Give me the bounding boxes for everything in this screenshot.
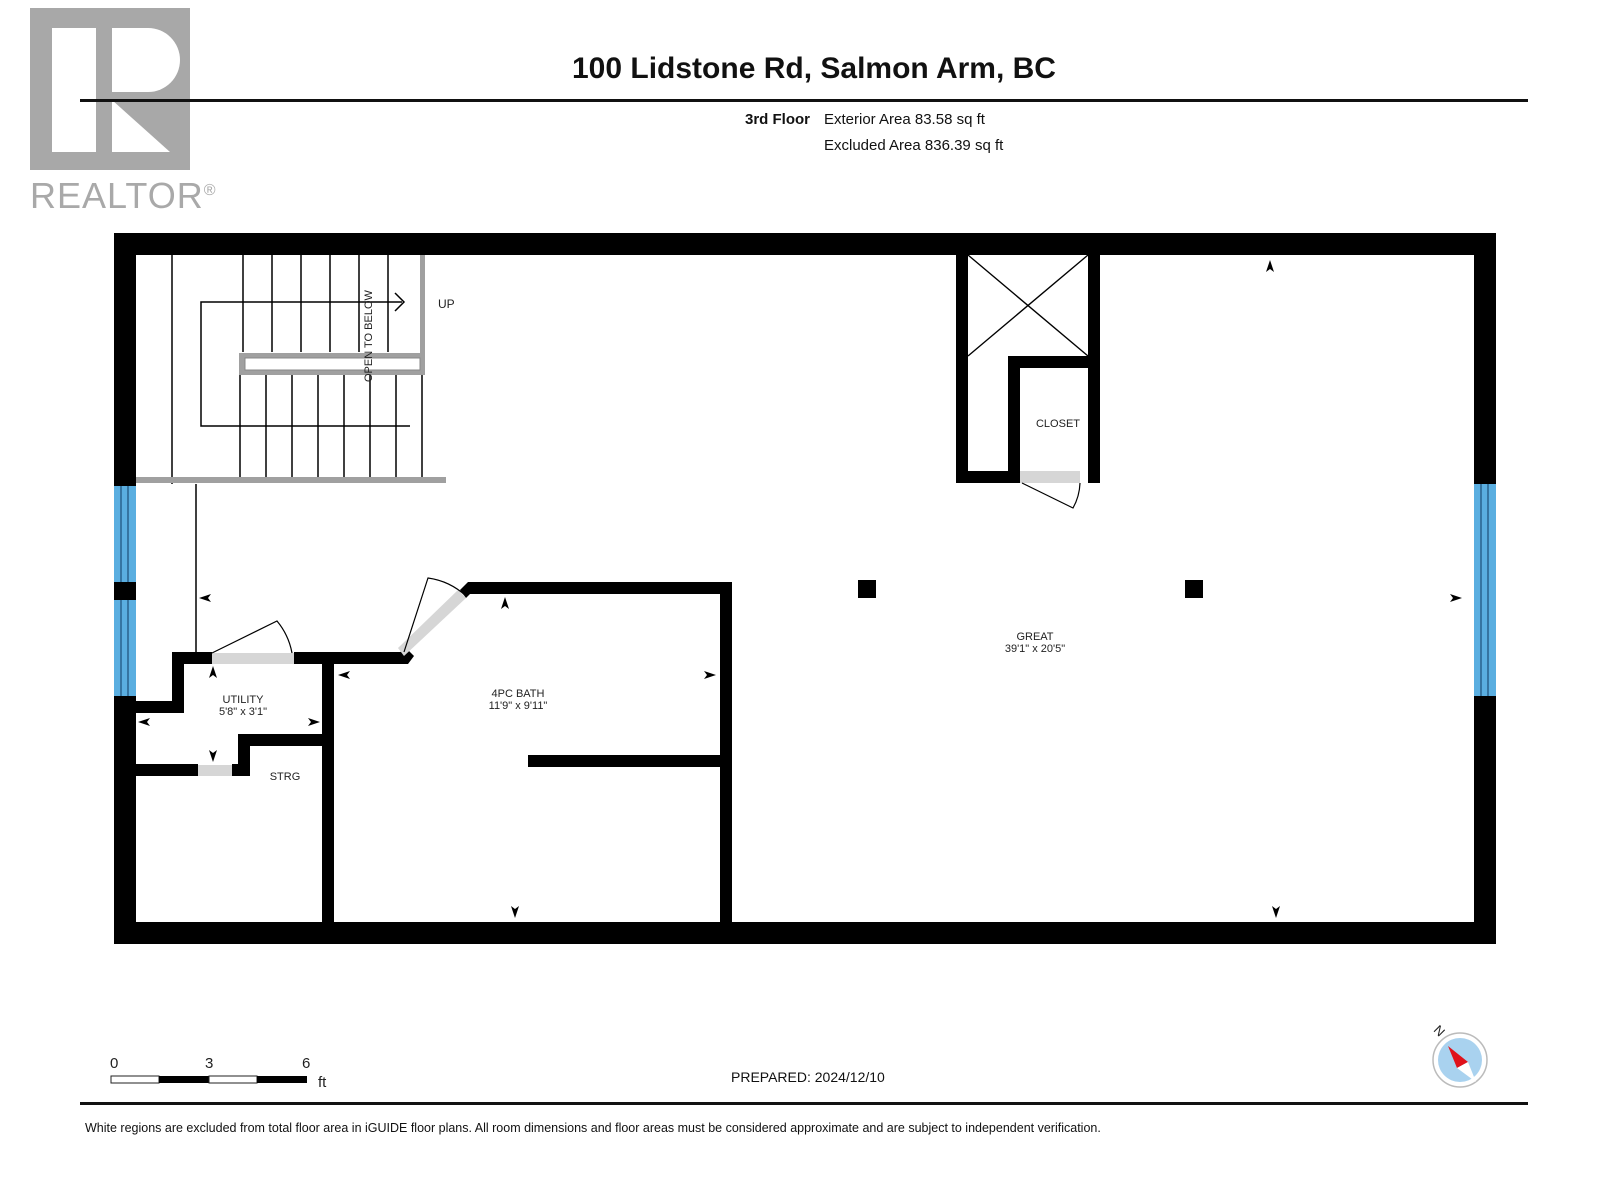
storage-door-sill <box>198 765 232 776</box>
page-title: 100 Lidstone Rd, Salmon Arm, BC <box>0 52 1600 86</box>
excluded-area: Excluded Area 836.39 sq ft <box>824 137 1004 154</box>
arrow-up-icon <box>501 597 509 609</box>
realtor-wordmark: REALTOR® <box>30 175 217 217</box>
arrow-down-icon <box>1272 906 1280 918</box>
column-2 <box>1185 580 1203 598</box>
room-dims-great: 39'1" x 20'5" <box>1005 643 1065 655</box>
utility-door-sill <box>212 653 294 664</box>
room-label-bath: 4PC BATH <box>492 688 545 700</box>
arrow-down-icon <box>511 906 519 918</box>
closet-walls <box>956 255 1100 483</box>
room-dims-bath: 11'9" x 9'11" <box>489 700 548 712</box>
closet-door-swing-icon[interactable] <box>1021 482 1081 509</box>
room-label-storage: STRG <box>270 771 301 783</box>
shaft-cross-icon <box>967 254 1089 357</box>
prepared-date: PREPARED: 2024/12/10 <box>731 1069 885 1085</box>
disclaimer: White regions are excluded from total fl… <box>85 1121 1101 1135</box>
arrow-left-icon <box>199 594 211 602</box>
utility-walls <box>136 652 404 944</box>
exterior-walls <box>114 233 1496 944</box>
staircase <box>171 255 423 484</box>
address-title: 100 Lidstone Rd, Salmon Arm, BC <box>572 52 1056 85</box>
arrow-right-icon <box>308 718 320 726</box>
arrow-up-icon <box>1266 260 1274 272</box>
arrow-right-icon <box>704 671 716 679</box>
arrow-up-icon <box>209 666 217 678</box>
scale-tick-6: 6 <box>302 1055 310 1072</box>
bath-door-sill <box>398 590 466 656</box>
window-left-upper <box>114 486 136 582</box>
floor-label: 3rd Floor <box>744 111 810 128</box>
open-to-below-label: OPEN TO BELOW <box>363 289 375 382</box>
utility-door-swing-icon[interactable] <box>211 620 293 654</box>
room-dims-utility: 5'8" x 3'1" <box>219 706 267 718</box>
dimension-arrows <box>138 260 1462 918</box>
compass-north-icon: N <box>1431 1022 1488 1088</box>
realtor-label: REALTOR <box>30 175 204 216</box>
room-label-closet: CLOSET <box>1036 418 1080 430</box>
room-label-utility: UTILITY <box>223 694 265 706</box>
footer-divider <box>80 1102 1528 1105</box>
arrow-left-icon <box>338 671 350 679</box>
arrow-down-icon <box>209 750 217 762</box>
window-left-lower <box>114 600 136 696</box>
bath-door-swing-icon[interactable] <box>403 577 467 653</box>
scale-unit: ft <box>318 1074 327 1091</box>
registered-mark: ® <box>203 182 217 199</box>
closet-door-sill <box>1020 471 1080 483</box>
window-right <box>1474 484 1496 696</box>
arrow-right-icon <box>1450 594 1462 602</box>
bath-walls <box>400 582 732 944</box>
stair-landing-rail <box>244 357 421 371</box>
title-divider <box>80 99 1528 102</box>
windows <box>114 484 1496 696</box>
stair-path-line <box>200 301 410 427</box>
realtor-logo-icon <box>30 8 190 170</box>
scale-tick-3: 3 <box>205 1055 213 1072</box>
scale-bar: 0 3 6 ft <box>110 1055 327 1091</box>
stair-arrow-icon <box>394 292 406 312</box>
column-1 <box>858 580 876 598</box>
exterior-area: Exterior Area 83.58 sq ft <box>824 111 985 128</box>
arrow-left-icon <box>138 718 150 726</box>
room-label-great: GREAT <box>1016 631 1053 643</box>
stairs-up-label: UP <box>438 297 455 311</box>
scale-tick-0: 0 <box>110 1055 118 1072</box>
